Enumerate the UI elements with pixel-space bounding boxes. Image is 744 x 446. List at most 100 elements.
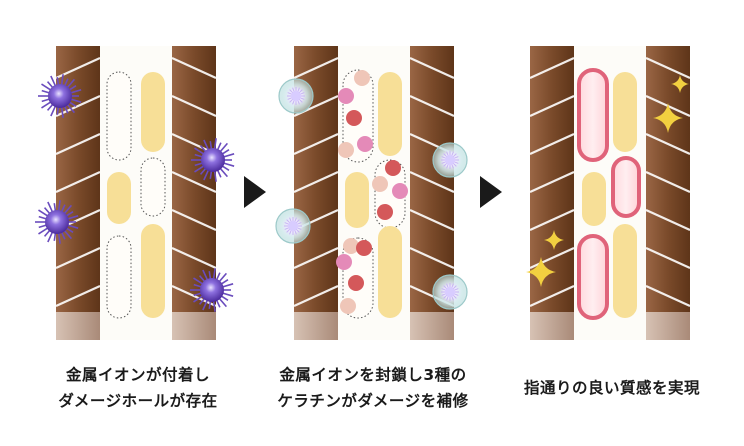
- cortex-pill: [378, 72, 402, 156]
- cuticle-line: [529, 246, 575, 270]
- keratin-dot: [372, 176, 388, 192]
- cuticle-line: [293, 132, 339, 156]
- repair-capsule: [577, 68, 609, 162]
- cortex-pill: [107, 172, 131, 224]
- repair-capsule: [611, 156, 641, 218]
- cuticle-line: [529, 208, 575, 232]
- cuticle-line: [645, 208, 691, 232]
- caption-repairing-line-1: 金属イオンを封鎖し3種の: [279, 366, 467, 384]
- hair-strand: [293, 46, 339, 340]
- metal-ion-icon: [190, 268, 234, 312]
- panel-repairing: [275, 46, 468, 340]
- keratin-dot: [392, 183, 408, 199]
- cuticle-line: [645, 284, 691, 308]
- hair-root: [410, 312, 454, 340]
- cuticle-line: [409, 246, 455, 270]
- sparkle-icon: [544, 230, 564, 250]
- cuticle-line: [293, 246, 339, 270]
- cuticle-line: [529, 94, 575, 118]
- keratin-dot: [357, 136, 373, 152]
- caption-damaged-line-2: ダメージホールが存在: [58, 392, 218, 410]
- cuticle-line: [645, 132, 691, 156]
- keratin-dot: [343, 238, 359, 254]
- arrow-right-icon: [244, 176, 266, 208]
- keratin-dot: [348, 275, 364, 291]
- keratin-dot: [346, 110, 362, 126]
- keratin-dot: [377, 204, 393, 220]
- keratin-dot: [340, 298, 356, 314]
- cuticle-line: [529, 56, 575, 80]
- panels-layer: [35, 46, 691, 340]
- cortex-pill: [613, 72, 637, 152]
- cuticle-line: [171, 94, 217, 118]
- damage-hole: [106, 71, 132, 161]
- hair-strand: [529, 46, 575, 340]
- cuticle-line: [645, 170, 691, 194]
- arrow-right-icon: [480, 176, 502, 208]
- keratin-dot: [385, 160, 401, 176]
- caption-repairing: 金属イオンを封鎖し3種の ケラチンがダメージを補修: [253, 362, 493, 414]
- sealed-ion-icon: [275, 208, 311, 244]
- cortex-pill: [345, 172, 369, 228]
- cuticle-line: [529, 170, 575, 194]
- caption-repaired: 指通りの良い質感を実現: [492, 375, 732, 401]
- metal-ion-icon: [38, 74, 82, 118]
- cuticle-line: [171, 246, 217, 270]
- cuticle-line: [645, 246, 691, 270]
- hair-shaft: [646, 46, 690, 340]
- cuticle-line: [529, 132, 575, 156]
- keratin-dot: [338, 88, 354, 104]
- cuticle-line: [409, 94, 455, 118]
- repair-capsule: [577, 234, 609, 320]
- keratin-dot: [338, 142, 354, 158]
- cuticle-line: [409, 56, 455, 80]
- sparkle-icon: [526, 257, 556, 287]
- caption-damaged-line-1: 金属イオンが付着し: [65, 366, 210, 384]
- sealed-ion-icon: [278, 78, 314, 114]
- keratin-dot: [356, 240, 372, 256]
- cuticle-line: [409, 170, 455, 194]
- sparkle-icon: [671, 75, 689, 93]
- cuticle-line: [293, 284, 339, 308]
- metal-ion-icon: [35, 200, 79, 244]
- cuticle-line: [55, 170, 101, 194]
- cuticle-line: [55, 246, 101, 270]
- sealed-ion-icon: [432, 274, 468, 310]
- hair-strand: [171, 46, 217, 340]
- hair-shaft: [530, 46, 574, 340]
- keratin-dot: [354, 70, 370, 86]
- keratin-dot: [336, 254, 352, 270]
- cuticle-line: [293, 170, 339, 194]
- hair-strand: [645, 46, 691, 340]
- panel-damaged: [35, 46, 235, 340]
- hair-root: [646, 312, 690, 340]
- cuticle-line: [293, 94, 339, 118]
- cuticle-line: [293, 56, 339, 80]
- cuticle-line: [409, 208, 455, 232]
- cuticle-line: [171, 208, 217, 232]
- caption-damaged: 金属イオンが付着し ダメージホールが存在: [18, 362, 258, 414]
- panel-repaired: [526, 46, 691, 340]
- cuticle-line: [55, 56, 101, 80]
- cortex-pill: [141, 72, 165, 152]
- cortex-pill: [582, 172, 606, 226]
- cuticle-line: [529, 284, 575, 308]
- cuticle-line: [55, 132, 101, 156]
- caption-repaired-line-1: 指通りの良い質感を実現: [523, 379, 700, 397]
- metal-ion-icon: [191, 138, 235, 182]
- hair-root: [530, 312, 574, 340]
- cuticle-line: [171, 56, 217, 80]
- damage-hole: [106, 235, 132, 319]
- cuticle-line: [645, 56, 691, 80]
- cuticle-line: [55, 94, 101, 118]
- cortex-pill: [613, 224, 637, 318]
- hair-root: [172, 312, 216, 340]
- cortex-pill: [378, 226, 402, 318]
- caption-repairing-line-2: ケラチンがダメージを補修: [277, 392, 469, 410]
- sparkle-icon: [653, 103, 683, 133]
- cuticle-line: [171, 170, 217, 194]
- cuticle-line: [55, 284, 101, 308]
- cortex-pill: [141, 224, 165, 318]
- damage-hole: [140, 157, 166, 217]
